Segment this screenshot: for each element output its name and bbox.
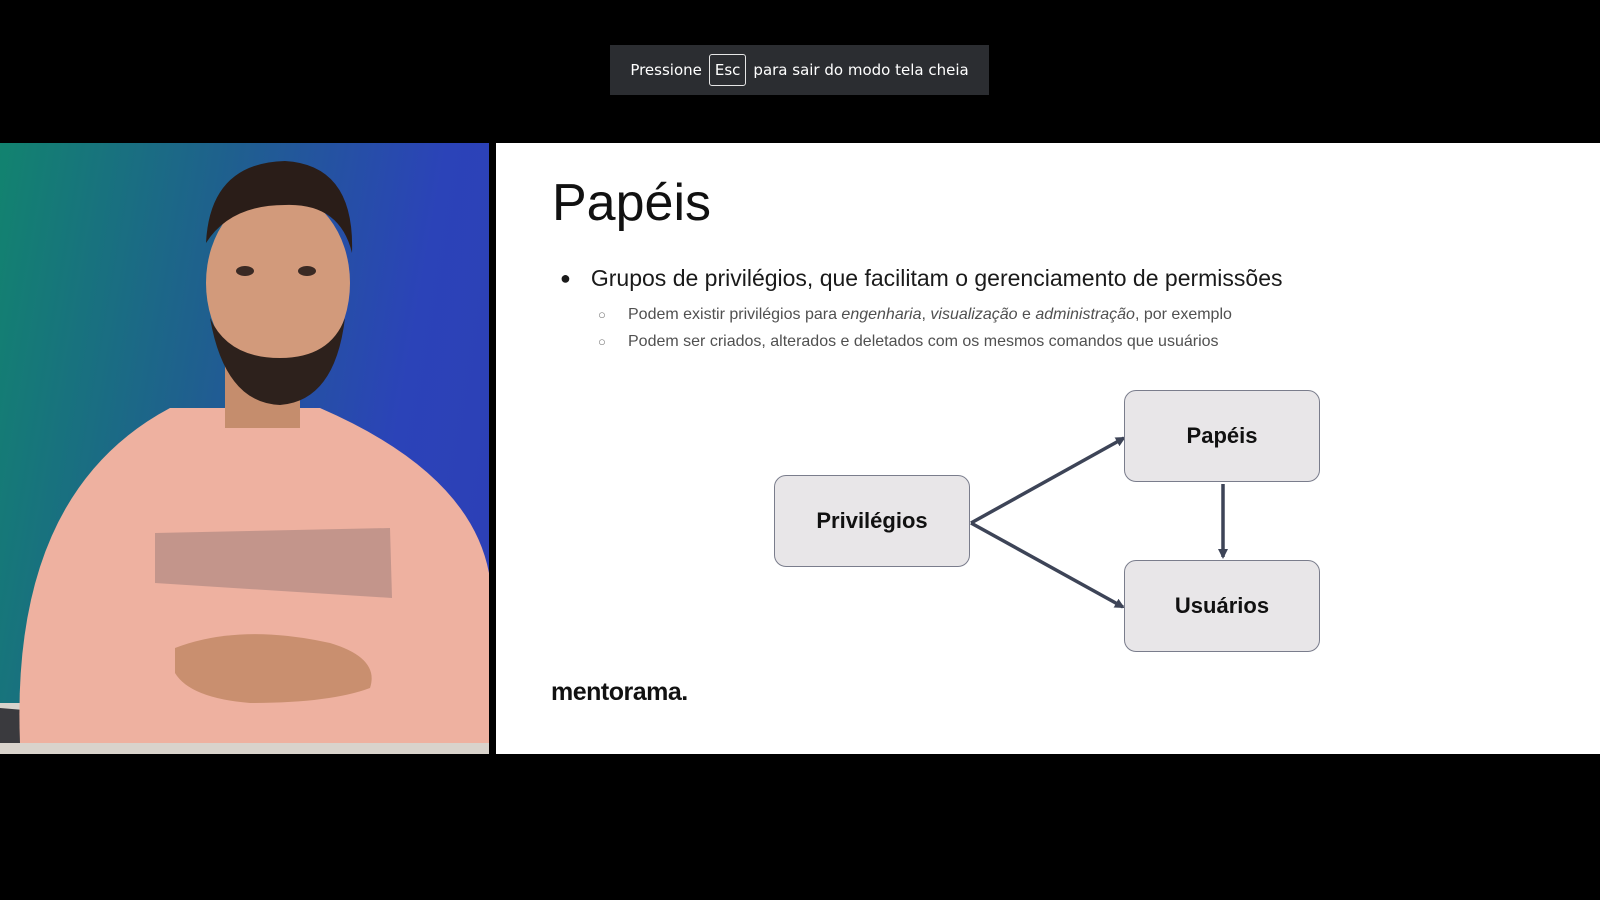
hollow-bullet-icon: ○ xyxy=(598,307,606,322)
mentorama-logo: mentorama. xyxy=(551,678,688,706)
node-usuarios: Usuários xyxy=(1124,560,1320,652)
sub-bullet-2: ○ Podem ser criados, alterados e deletad… xyxy=(598,328,1232,355)
fullscreen-exit-banner: Pressione Esc para sair do modo tela che… xyxy=(610,45,989,95)
node-privilegios: Privilégios xyxy=(774,475,970,567)
sub-bullet-1-text: Podem existir privilégios para engenhari… xyxy=(628,305,1232,323)
sub-bullet-2-text: Podem ser criados, alterados e deletados… xyxy=(628,332,1219,350)
bullet-dot-icon: ● xyxy=(560,268,571,288)
hollow-bullet-icon: ○ xyxy=(598,334,606,349)
arrow-privilegios-to-papeis xyxy=(970,436,1126,525)
node-papeis: Papéis xyxy=(1124,390,1320,482)
presenter-video xyxy=(0,143,489,754)
banner-text-before: Pressione xyxy=(630,61,702,79)
diagram-arrows xyxy=(970,436,1228,609)
sub-bullet-1: ○ Podem existir privilégios para engenha… xyxy=(598,301,1232,328)
arrow-privilegios-to-usuarios xyxy=(970,521,1125,609)
presenter-image xyxy=(0,161,489,754)
slide-title: Papéis xyxy=(552,174,711,232)
presentation-slide: Papéis ● Grupos de privilégios, que faci… xyxy=(496,143,1600,754)
main-bullet-text: Grupos de privilégios, que facilitam o g… xyxy=(590,265,1283,291)
banner-text-after: para sair do modo tela cheia xyxy=(753,61,969,79)
esc-key-badge: Esc xyxy=(708,54,747,86)
sub-bullet-list: ○ Podem existir privilégios para engenha… xyxy=(598,301,1232,355)
main-bullet: ● Grupos de privilégios, que facilitam o… xyxy=(560,265,1283,292)
